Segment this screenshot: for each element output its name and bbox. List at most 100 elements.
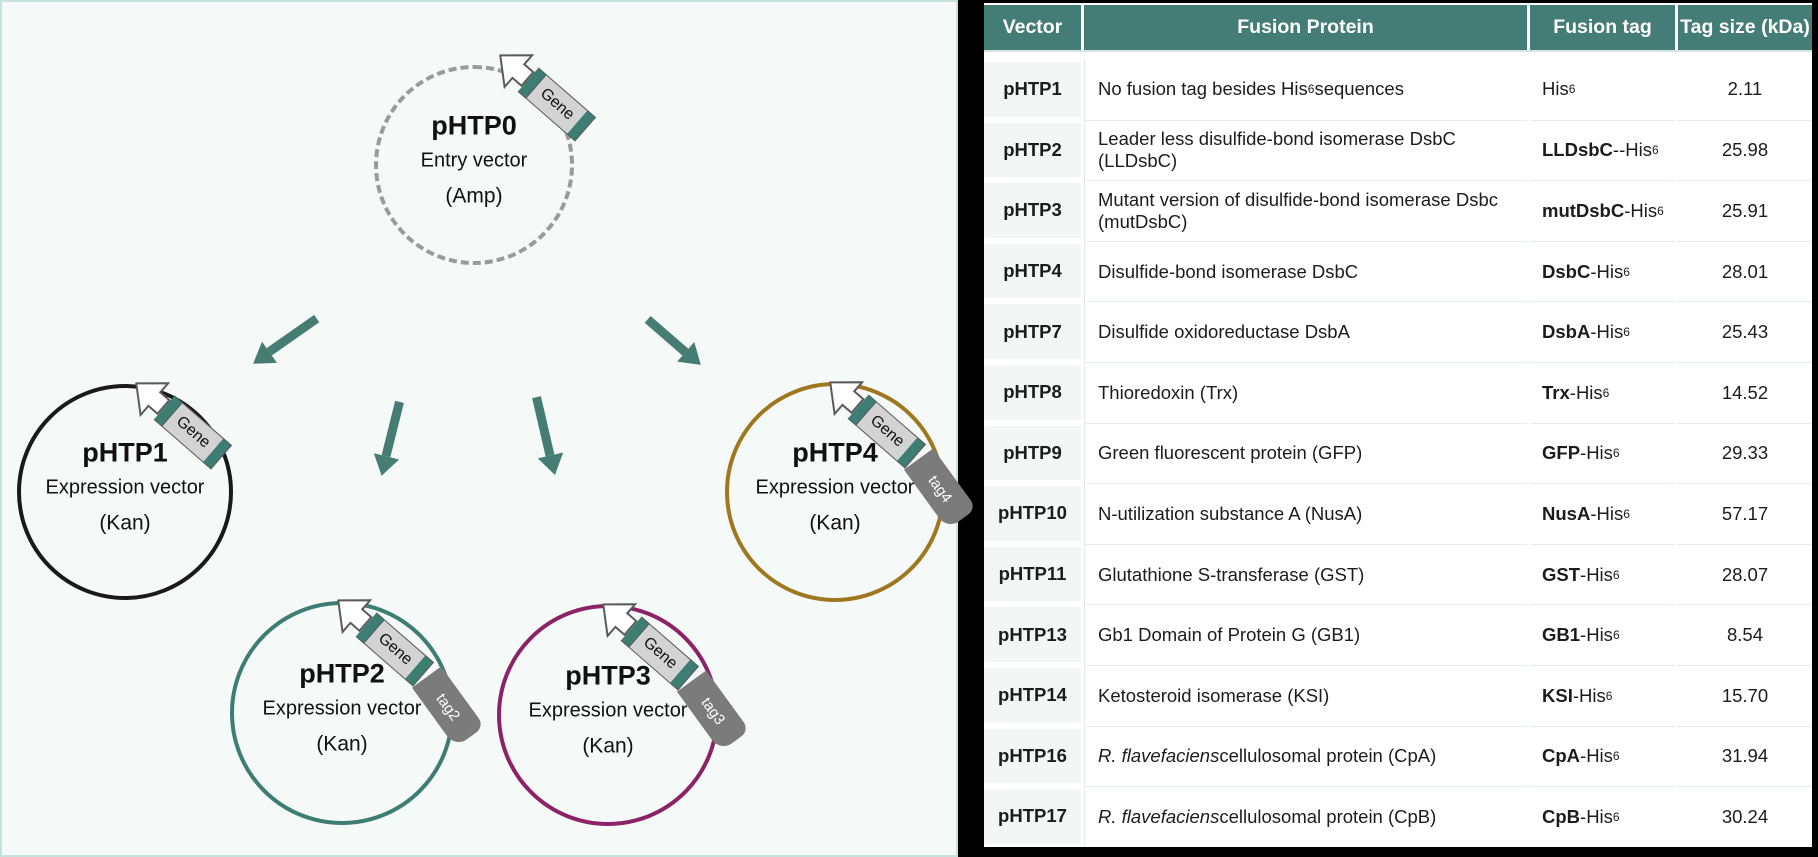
tag-subscript: 6 [1605, 688, 1613, 703]
table-row: pHTP16 R. flavefaciens cellulosomal prot… [984, 725, 1812, 787]
cell-vector: pHTP3 [984, 183, 1081, 238]
cell-vector: pHTP9 [984, 425, 1081, 481]
flow-arrow-icon [245, 308, 325, 375]
arrow-shaft [532, 395, 555, 457]
protein-text-post: sequences [1314, 78, 1404, 100]
table-row: pHTP10 N-utilization substance A (NusA) … [984, 483, 1812, 544]
arrow-shaft [266, 315, 320, 356]
arrow-shaft [382, 400, 405, 458]
plasmid-resistance: (Kan) [316, 732, 368, 756]
table-header-row: Vector Fusion Protein Fusion tag Tag siz… [984, 5, 1812, 50]
protein-text: Ketosteroid isomerase (KSI) [1098, 684, 1330, 706]
table-row: pHTP7 Disulfide oxidoreductase DsbA DsbA… [984, 301, 1812, 362]
cell-tag-size: 2.11 [1678, 59, 1812, 120]
arrow-head-icon [369, 453, 400, 479]
tag-subscript: 6 [1602, 385, 1610, 400]
protein-text: Disulfide-bond isomerase DsbC [1098, 260, 1359, 282]
tag-rest: His [1542, 78, 1569, 100]
protein-text: Disulfide oxidoreductase DsbA [1098, 321, 1350, 343]
table-row: pHTP9 Green fluorescent protein (GFP) GF… [984, 422, 1812, 484]
cell-vector: pHTP13 [984, 607, 1081, 662]
protein-text: No fusion tag besides His [1098, 78, 1308, 100]
protein-subscript: 6 [1307, 82, 1315, 97]
plasmid-resistance: (Amp) [445, 184, 503, 208]
tag-bold: GST [1542, 563, 1581, 585]
cell-vector: pHTP10 [984, 486, 1081, 541]
cell-vector: pHTP17 [984, 789, 1081, 844]
tag-rest: -His [1580, 805, 1613, 827]
cell-fusion-protein: Green fluorescent protein (GFP) [1084, 422, 1527, 484]
plasmid-subtitle: Expression vector [262, 697, 422, 720]
plasmid-label: pHTP3 Expression vector (Kan) [497, 661, 719, 757]
protein-text: Green fluorescent protein (GFP) [1098, 442, 1363, 464]
plasmid-name: pHTP1 [82, 437, 168, 468]
table-row: pHTP2 Leader less disulfide-bond isomera… [984, 119, 1812, 181]
cell-tag-size: 14.52 [1678, 361, 1812, 423]
tag-subscript: 6 [1568, 82, 1576, 97]
tag-bold: NusA [1542, 502, 1591, 524]
tag-subscript: 6 [1651, 143, 1659, 158]
cell-fusion-protein: N-utilization substance A (NusA) [1084, 483, 1527, 544]
tag-bold: GFP [1542, 442, 1581, 464]
tag-subscript: 6 [1623, 325, 1630, 340]
tag-rest: -His [1580, 745, 1613, 767]
cell-fusion-protein: R. flavefaciens cellulosomal protein (Cp… [1084, 725, 1527, 787]
tag-rest: -His [1624, 199, 1658, 221]
plasmid-pHTP1: pHTP1 Expression vector (Kan) [17, 384, 233, 600]
protein-text: N-utilization substance A (NusA) [1098, 502, 1363, 524]
tag-rest: -His [1569, 381, 1603, 403]
tag-bold: CpA [1542, 745, 1581, 767]
tag-rest: -His [1580, 442, 1613, 464]
plasmid-name: pHTP4 [792, 437, 878, 468]
tag-bold: GB1 [1542, 624, 1581, 646]
cell-fusion-protein: Mutant version of disulfide-bond isomera… [1084, 180, 1527, 241]
gene-arrow-pHTP2: Gene tag2 [322, 582, 497, 748]
plasmid-subtitle: Expression vector [528, 699, 688, 722]
flow-arrow-icon [639, 309, 710, 375]
plasmid-label: pHTP1 Expression vector (Kan) [17, 438, 233, 534]
tag-rest: -His [1580, 563, 1613, 585]
table-row: pHTP14 Ketosteroid isomerase (KSI) KSI-H… [984, 664, 1812, 726]
protein-text: Leader less disulfide-bond isomerase Dsb… [1098, 128, 1456, 172]
cell-vector: pHTP8 [984, 364, 1081, 420]
cell-vector: pHTP11 [984, 546, 1081, 602]
plasmid-name: pHTP3 [565, 660, 651, 691]
protein-text: Glutathione S-transferase (GST) [1098, 563, 1365, 585]
protein-text: Gb1 Domain of Protein G (GB1) [1098, 624, 1361, 646]
plasmid-circle [17, 384, 233, 600]
tag-rest: -His [1590, 502, 1624, 524]
cell-tag-size: 30.24 [1678, 786, 1812, 847]
tag-rest: -His [1590, 321, 1624, 343]
gene-arrow-pHTP4: Gene tag4 [814, 364, 989, 530]
tag-subscript: 6 [1612, 749, 1620, 764]
cell-tag-size: 31.94 [1678, 725, 1812, 787]
plasmid-label: pHTP4 Expression vector (Kan) [725, 438, 945, 534]
tag-subscript: 6 [1623, 264, 1630, 279]
gene-arrow-pHTP3: Gene tag3 [587, 586, 762, 752]
cell-fusion-protein: Gb1 Domain of Protein G (GB1) [1084, 604, 1527, 665]
cell-tag-size: 57.17 [1678, 483, 1812, 544]
plasmid-label: pHTP2 Expression vector (Kan) [230, 659, 454, 755]
cell-vector: pHTP7 [984, 304, 1081, 359]
col-header-vector: Vector [984, 5, 1081, 50]
flow-arrow-icon [524, 394, 568, 478]
plasmid-name: pHTP2 [299, 658, 385, 689]
tag-subscript: 6 [1623, 506, 1630, 521]
cell-tag-size: 25.43 [1678, 301, 1812, 362]
cell-fusion-protein: Thioredoxin (Trx) [1084, 361, 1527, 423]
tag-bold: DsbA [1542, 321, 1591, 343]
protein-text: Thioredoxin (Trx) [1098, 381, 1239, 403]
cell-fusion-protein: Glutathione S-transferase (GST) [1084, 543, 1527, 605]
col-header-fusion-protein: Fusion Protein [1084, 5, 1527, 50]
plasmid-pHTP0: pHTP0 Entry vector (Amp) [374, 65, 574, 265]
tag-bold: KSI [1542, 684, 1573, 706]
